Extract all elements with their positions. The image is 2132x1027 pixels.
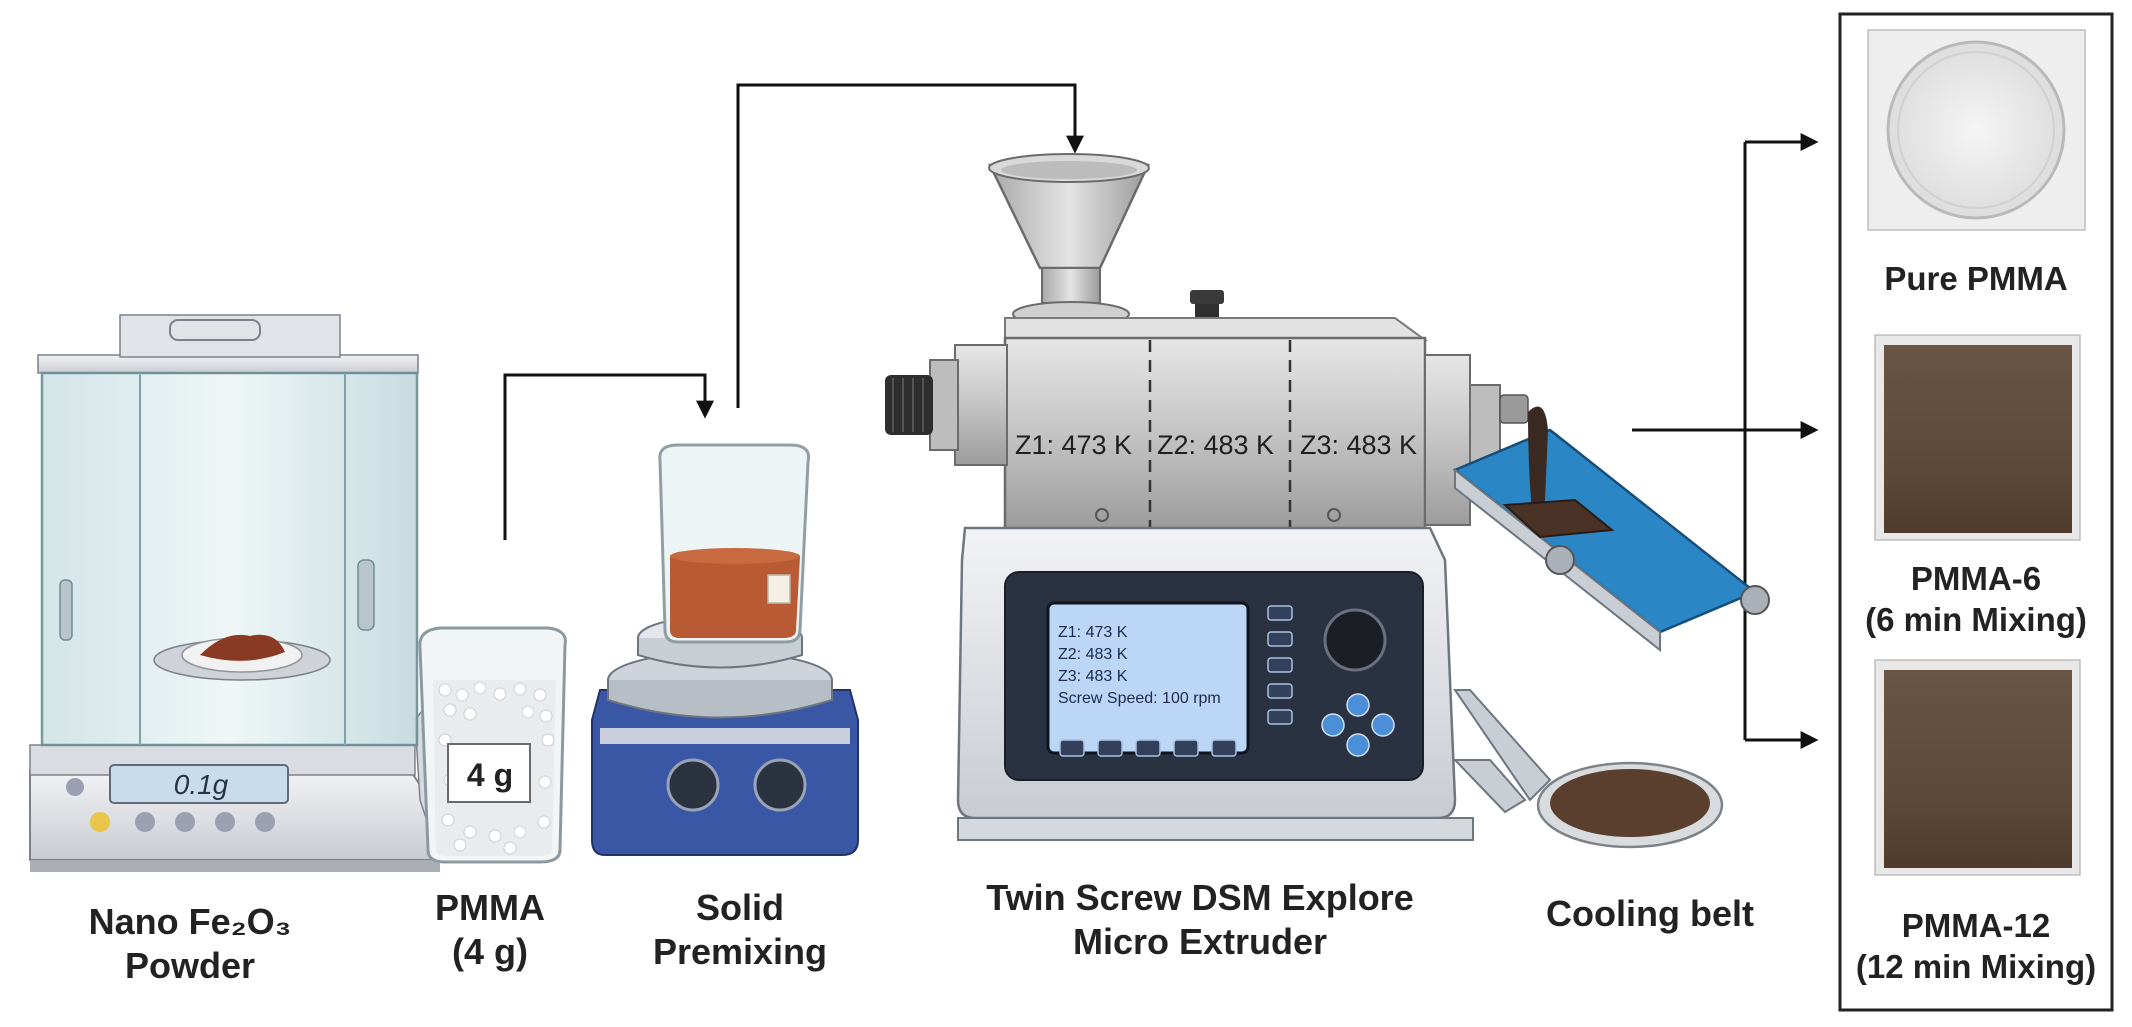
- sample-pmma6-line1: PMMA-6: [1910, 560, 2042, 597]
- label-nano-powder: Nano Fe₂O₃ Powder: [40, 900, 340, 988]
- zone-1-label: Z1: 473 K: [1015, 430, 1133, 460]
- balance-tare-button: [90, 812, 110, 832]
- zone-3-label: Z3: 483 K: [1300, 430, 1418, 460]
- label-extruder: Twin Screw DSM Explore Micro Extruder: [930, 876, 1470, 964]
- beaker-tag-label: 4 g: [466, 757, 514, 793]
- stirrer-knob-left: [666, 758, 720, 812]
- label-extruder-line1: Twin Screw DSM Explore: [986, 877, 1414, 918]
- pmma-beaker: [418, 626, 567, 864]
- label-pmma: PMMA (4 g): [400, 886, 580, 974]
- sample-pmma12-label: PMMA-12 (12 min Mixing): [1842, 905, 2110, 988]
- hotplate-stirrer: [591, 443, 859, 856]
- stirrer-knob-right: [753, 758, 807, 812]
- label-extruder-line2: Micro Extruder: [1072, 920, 1328, 962]
- balance-display: [109, 764, 289, 804]
- label-premix-line1: Solid: [696, 887, 784, 928]
- sample-pmma6-line2: (6 min Mixing): [1865, 601, 2087, 639]
- label-cooling-belt: Cooling belt: [1546, 893, 1754, 934]
- sample-pmma12-line1: PMMA-12: [1901, 907, 2051, 944]
- label-nano-powder-line2: Powder: [124, 944, 256, 986]
- sample-pure-line1: Pure PMMA: [1884, 260, 2068, 297]
- twin-screw-extruder: [885, 153, 1552, 841]
- balance-display-value: 0.1g: [173, 769, 229, 800]
- cooling-belt: [1452, 406, 1770, 849]
- label-pmma-line1: PMMA: [435, 887, 545, 928]
- screen-line-2: Z2: 483 K: [1058, 646, 1128, 663]
- label-nano-powder-line1: Nano Fe₂O₃: [88, 901, 292, 942]
- sample-pmma12-line2: (12 min Mixing): [1855, 948, 2097, 986]
- zone-2-label: Z2: 483 K: [1157, 430, 1275, 460]
- extruder-barrel: [1003, 336, 1427, 530]
- label-premix: Solid Premixing: [620, 886, 860, 974]
- beaker-tag: [447, 743, 531, 803]
- flow-arrows: [503, 83, 1819, 749]
- arrow-premix-to-extruder: [736, 83, 1084, 408]
- screen-line-4: Screw Speed: 100 rpm: [1058, 690, 1221, 707]
- control-dial: [1323, 608, 1387, 672]
- screen-line-3: Z3: 483 K: [1058, 668, 1128, 685]
- arrow-balance-to-premix: [503, 373, 714, 540]
- product-panel: [1838, 12, 2114, 1012]
- sample-pmma6-label: PMMA-6 (6 min Mixing): [1842, 558, 2110, 641]
- sample-pure-label: Pure PMMA: [1842, 258, 2110, 299]
- label-pmma-line2: (4 g): [452, 930, 528, 972]
- screen-line-1: Z1: 473 K: [1058, 624, 1128, 641]
- label-premix-line2: Premixing: [652, 930, 828, 972]
